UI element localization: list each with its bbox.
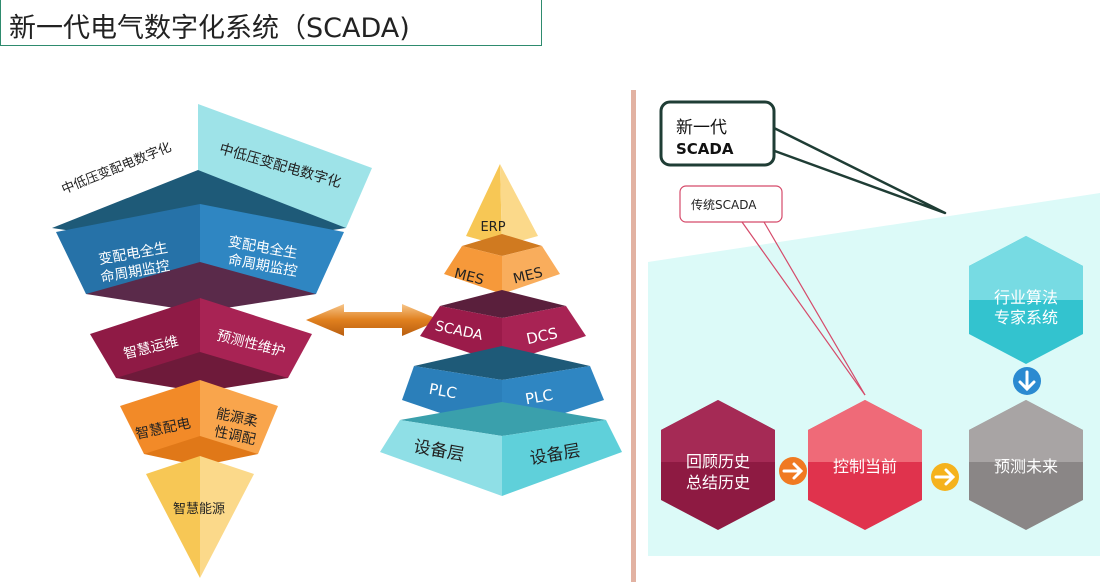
callout-new-pointer	[771, 125, 947, 215]
hex-control-present: 控制当前	[808, 400, 922, 530]
pyramid-l2-right-label: MES	[512, 265, 545, 288]
double-arrow-icon	[306, 304, 440, 336]
hex-predict-future: 预测未来	[969, 400, 1083, 530]
down-arrow-icon	[1013, 367, 1041, 395]
callout-new-line1: 新一代	[676, 118, 727, 138]
hex-predict-label: 预测未来	[994, 457, 1058, 476]
pyramid-top-left	[466, 164, 502, 246]
pyramid-l5-base	[400, 402, 606, 436]
funnel-layer4-left	[120, 380, 200, 456]
pyramid-erp-label: ERP	[480, 220, 505, 235]
pyramid-l3-left	[420, 306, 502, 364]
callout-new-box	[659, 100, 776, 167]
hex-review-history: 回顾历史 总结历史	[661, 400, 775, 530]
pyramid-l4-base	[414, 346, 590, 380]
pyramid-l4-left-label: PLC	[428, 380, 459, 403]
pyramid	[380, 164, 622, 496]
funnel-layer5-left	[146, 456, 200, 578]
funnel-layer5-right	[200, 456, 254, 578]
right-arrow-icon	[779, 457, 807, 485]
pyramid-l3-base	[440, 290, 566, 318]
hex-predict-highlight	[969, 400, 1083, 462]
hex-review-line1: 回顾历史	[686, 452, 750, 471]
callout-new-line2: SCADA	[676, 140, 734, 158]
callout-traditional-label: 传统SCADA	[691, 197, 757, 212]
pyramid-l5-left	[380, 420, 502, 496]
hex-review-highlight	[661, 400, 775, 462]
funnel-layer4-bottom	[144, 436, 258, 466]
funnel-layer5-label: 智慧能源	[173, 501, 225, 517]
funnel-layer4-right	[200, 380, 278, 456]
right-arrow-icon-2	[931, 463, 959, 491]
callout-new-scada: 新一代 SCADA	[659, 100, 947, 215]
title-box: 新一代电气数字化系统（SCADA)	[0, 0, 542, 46]
pyramid-l2-base	[462, 234, 542, 256]
hex-expert-system: 行业算法 专家系统	[969, 236, 1083, 364]
callout-traditional-scada: 传统SCADA	[679, 185, 866, 396]
hex-expert-line2: 专家系统	[994, 308, 1058, 327]
hex-control-highlight	[808, 400, 922, 462]
hex-control-label: 控制当前	[833, 457, 897, 476]
hex-expert-highlight	[969, 236, 1083, 300]
funnel-layer2-bottom	[86, 262, 316, 312]
funnel-layer3-bottom	[116, 352, 288, 392]
pyramid-l2-right	[502, 246, 560, 294]
pyramid-l2-left	[444, 246, 502, 294]
pyramid-l5-right	[502, 420, 622, 496]
pyramid-top-right	[500, 164, 538, 246]
hex-review-line2: 总结历史	[686, 473, 750, 492]
pyramid-l4-right-label: PLC	[524, 386, 555, 409]
callout-traditional-box	[679, 185, 783, 223]
funnel	[30, 104, 372, 578]
pyramid-l2-left-label: MES	[453, 266, 486, 289]
page-title: 新一代电气数字化系统（SCADA)	[9, 13, 410, 44]
callout-traditional-pointer-b	[763, 221, 866, 396]
hex-expert-line1: 行业算法	[994, 288, 1058, 307]
pyramid-l3-right	[502, 306, 586, 364]
callout-traditional-pointer-a	[741, 221, 866, 396]
vertical-divider	[631, 90, 636, 582]
